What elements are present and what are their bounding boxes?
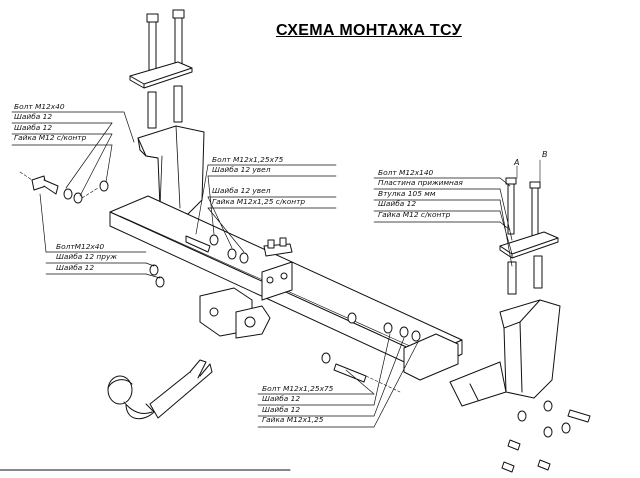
callout-line: Втулка 105 мм: [378, 188, 436, 198]
left-bolt-washers: [19, 171, 109, 204]
callout-left-lower: БолтM12x40 Шайба 12 пруж Шайба 12: [56, 242, 117, 273]
callout-bottom: Болт M12x1,25x75 Шайба 12 Шайба 12 Гайка…: [262, 384, 333, 426]
callout-line: Шайба 12: [262, 394, 301, 404]
callout-line: Болт M12x140: [378, 168, 434, 177]
diagram-title: СХЕМА МОНТАЖА ТСУ: [276, 22, 462, 39]
callout-line: Шайба 12 увел: [212, 186, 271, 196]
bottom-right-hardware: [501, 400, 591, 473]
right-bolts-a-b: [499, 159, 559, 295]
beam-mount-hardware: [261, 237, 293, 301]
leader-lines: [11, 111, 513, 428]
callout-line: Шайба 12: [14, 112, 53, 122]
ball-mount-socket: [199, 287, 271, 339]
right-beam-hardware: [321, 312, 421, 393]
callout-line: Шайба 12 пруж: [56, 252, 117, 262]
callout-middle: Болт M12x1,25x75 Шайба 12 увел Шайба 12 …: [212, 155, 305, 207]
tow-ball-neck: [107, 359, 213, 420]
callout-line: Шайба 12: [14, 122, 53, 132]
right-beam-endplate: [403, 333, 459, 381]
callout-line: БолтM12x40: [56, 242, 105, 251]
callout-line: Болт M12x1,25x75: [262, 384, 334, 393]
callout-right: Болт M12x140 Пластина прижимная Втулка 1…: [378, 168, 463, 220]
callout-line: Шайба 12: [378, 199, 417, 209]
callout-line: Шайба 12: [56, 262, 95, 272]
callout-top-left: Болт M12x40 Шайба 12 Шайба 12 Гайка M12 …: [14, 102, 86, 144]
callout-spacer: [212, 176, 305, 186]
callout-line: Гайка M12x1,25: [262, 415, 324, 425]
callout-line: Гайка M12 с/контр: [378, 209, 451, 219]
callout-line: Шайба 12: [262, 404, 301, 414]
bolt-label-b: B: [542, 150, 548, 159]
top-long-bolts: [146, 9, 185, 71]
top-clamp-plate: [129, 61, 193, 89]
top-spacer-bushings: [147, 85, 183, 129]
center-bolt-hardware: [149, 234, 249, 288]
callout-line: Пластина прижимная: [378, 178, 463, 188]
callout-line: Болт M12x40: [14, 102, 65, 111]
bolt-label-a: A: [514, 158, 520, 167]
callout-line: Гайка M12 с/контр: [14, 133, 87, 143]
callout-line: Болт M12x1,25x75: [212, 155, 284, 164]
callout-line: Гайка M12x1,25 с/контр: [212, 196, 306, 206]
callout-line: Шайба 12 увел: [212, 165, 271, 175]
right-mounting-bracket: [449, 299, 561, 407]
